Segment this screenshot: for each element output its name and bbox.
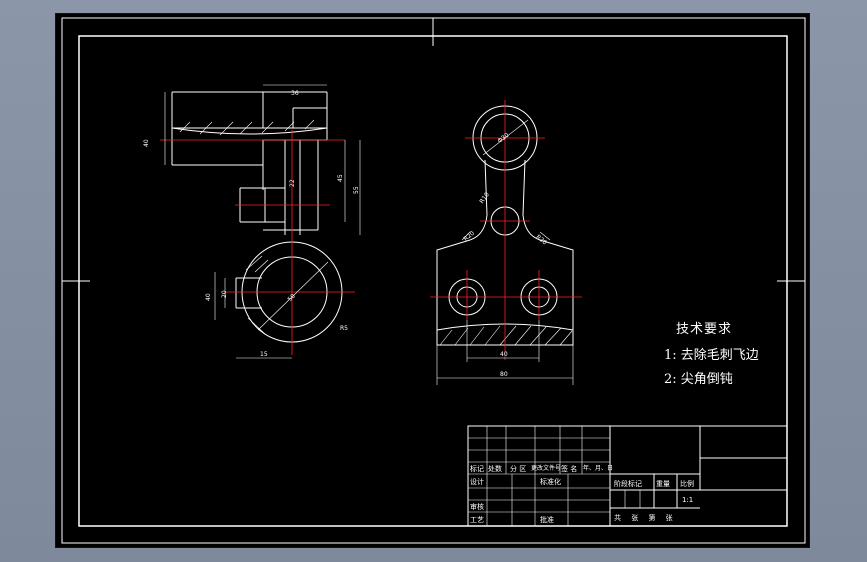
svg-text:40: 40 — [500, 351, 508, 358]
technical-requirement-2: 2: 尖角倒钝 — [664, 372, 733, 387]
svg-text:15: 15 — [260, 351, 268, 358]
right-center-lines — [430, 100, 582, 360]
tb-date: 年、月、日 — [583, 465, 614, 472]
left-center-lines — [160, 130, 355, 355]
svg-text:40: 40 — [205, 293, 212, 301]
left-dimensions — [164, 84, 361, 359]
tb-scale: 比例 — [680, 480, 694, 488]
svg-text:20: 20 — [221, 290, 228, 298]
drawing-viewport[interactable] — [55, 13, 810, 548]
tb-weight: 重量 — [656, 480, 670, 488]
technical-requirements-title: 技术要求 — [676, 322, 733, 337]
tb-stage-mark: 阶段标记 — [614, 480, 642, 488]
svg-text:40: 40 — [143, 139, 150, 147]
centering-marks — [62, 18, 805, 282]
tb-sheets: 共 张 第 张 — [614, 514, 677, 522]
tb-review: 审核 — [470, 503, 484, 511]
tb-approval: 批准 — [540, 516, 554, 524]
tb-designer: 设计 — [470, 478, 484, 486]
tb-change-doc: 更改文件号 — [531, 465, 562, 472]
left-view — [171, 91, 343, 343]
svg-text:36: 36 — [291, 90, 299, 97]
tb-mark: 标记 — [470, 465, 484, 473]
tb-sign: 签 名 — [561, 465, 578, 473]
svg-text:45: 45 — [337, 174, 344, 182]
right-dimensions — [436, 119, 574, 385]
svg-text:R20: R20 — [462, 230, 476, 243]
svg-text:R10: R10 — [478, 191, 491, 205]
tb-zone: 分 区 — [510, 465, 527, 473]
outer-frame — [61, 17, 806, 544]
svg-text:55: 55 — [353, 186, 360, 194]
inner-frame — [78, 35, 788, 527]
tb-scale-value: 1:1 — [682, 496, 694, 504]
tb-process: 工艺 — [470, 516, 484, 524]
tb-standardization: 标准化 — [540, 478, 561, 486]
svg-text:R20: R20 — [534, 234, 548, 247]
svg-text:R5: R5 — [340, 325, 348, 332]
svg-text:50: 50 — [286, 293, 296, 303]
svg-text:22: 22 — [289, 179, 296, 187]
svg-text:Φ30: Φ30 — [496, 132, 510, 145]
left-dimension-text: 36 40 45 55 22 40 20 15 50 R5 — [143, 90, 360, 358]
technical-requirement-1: 1: 去除毛刺飞边 — [664, 348, 759, 363]
tb-count: 处数 — [488, 465, 502, 473]
title-block — [467, 425, 788, 527]
svg-text:80: 80 — [500, 371, 508, 378]
